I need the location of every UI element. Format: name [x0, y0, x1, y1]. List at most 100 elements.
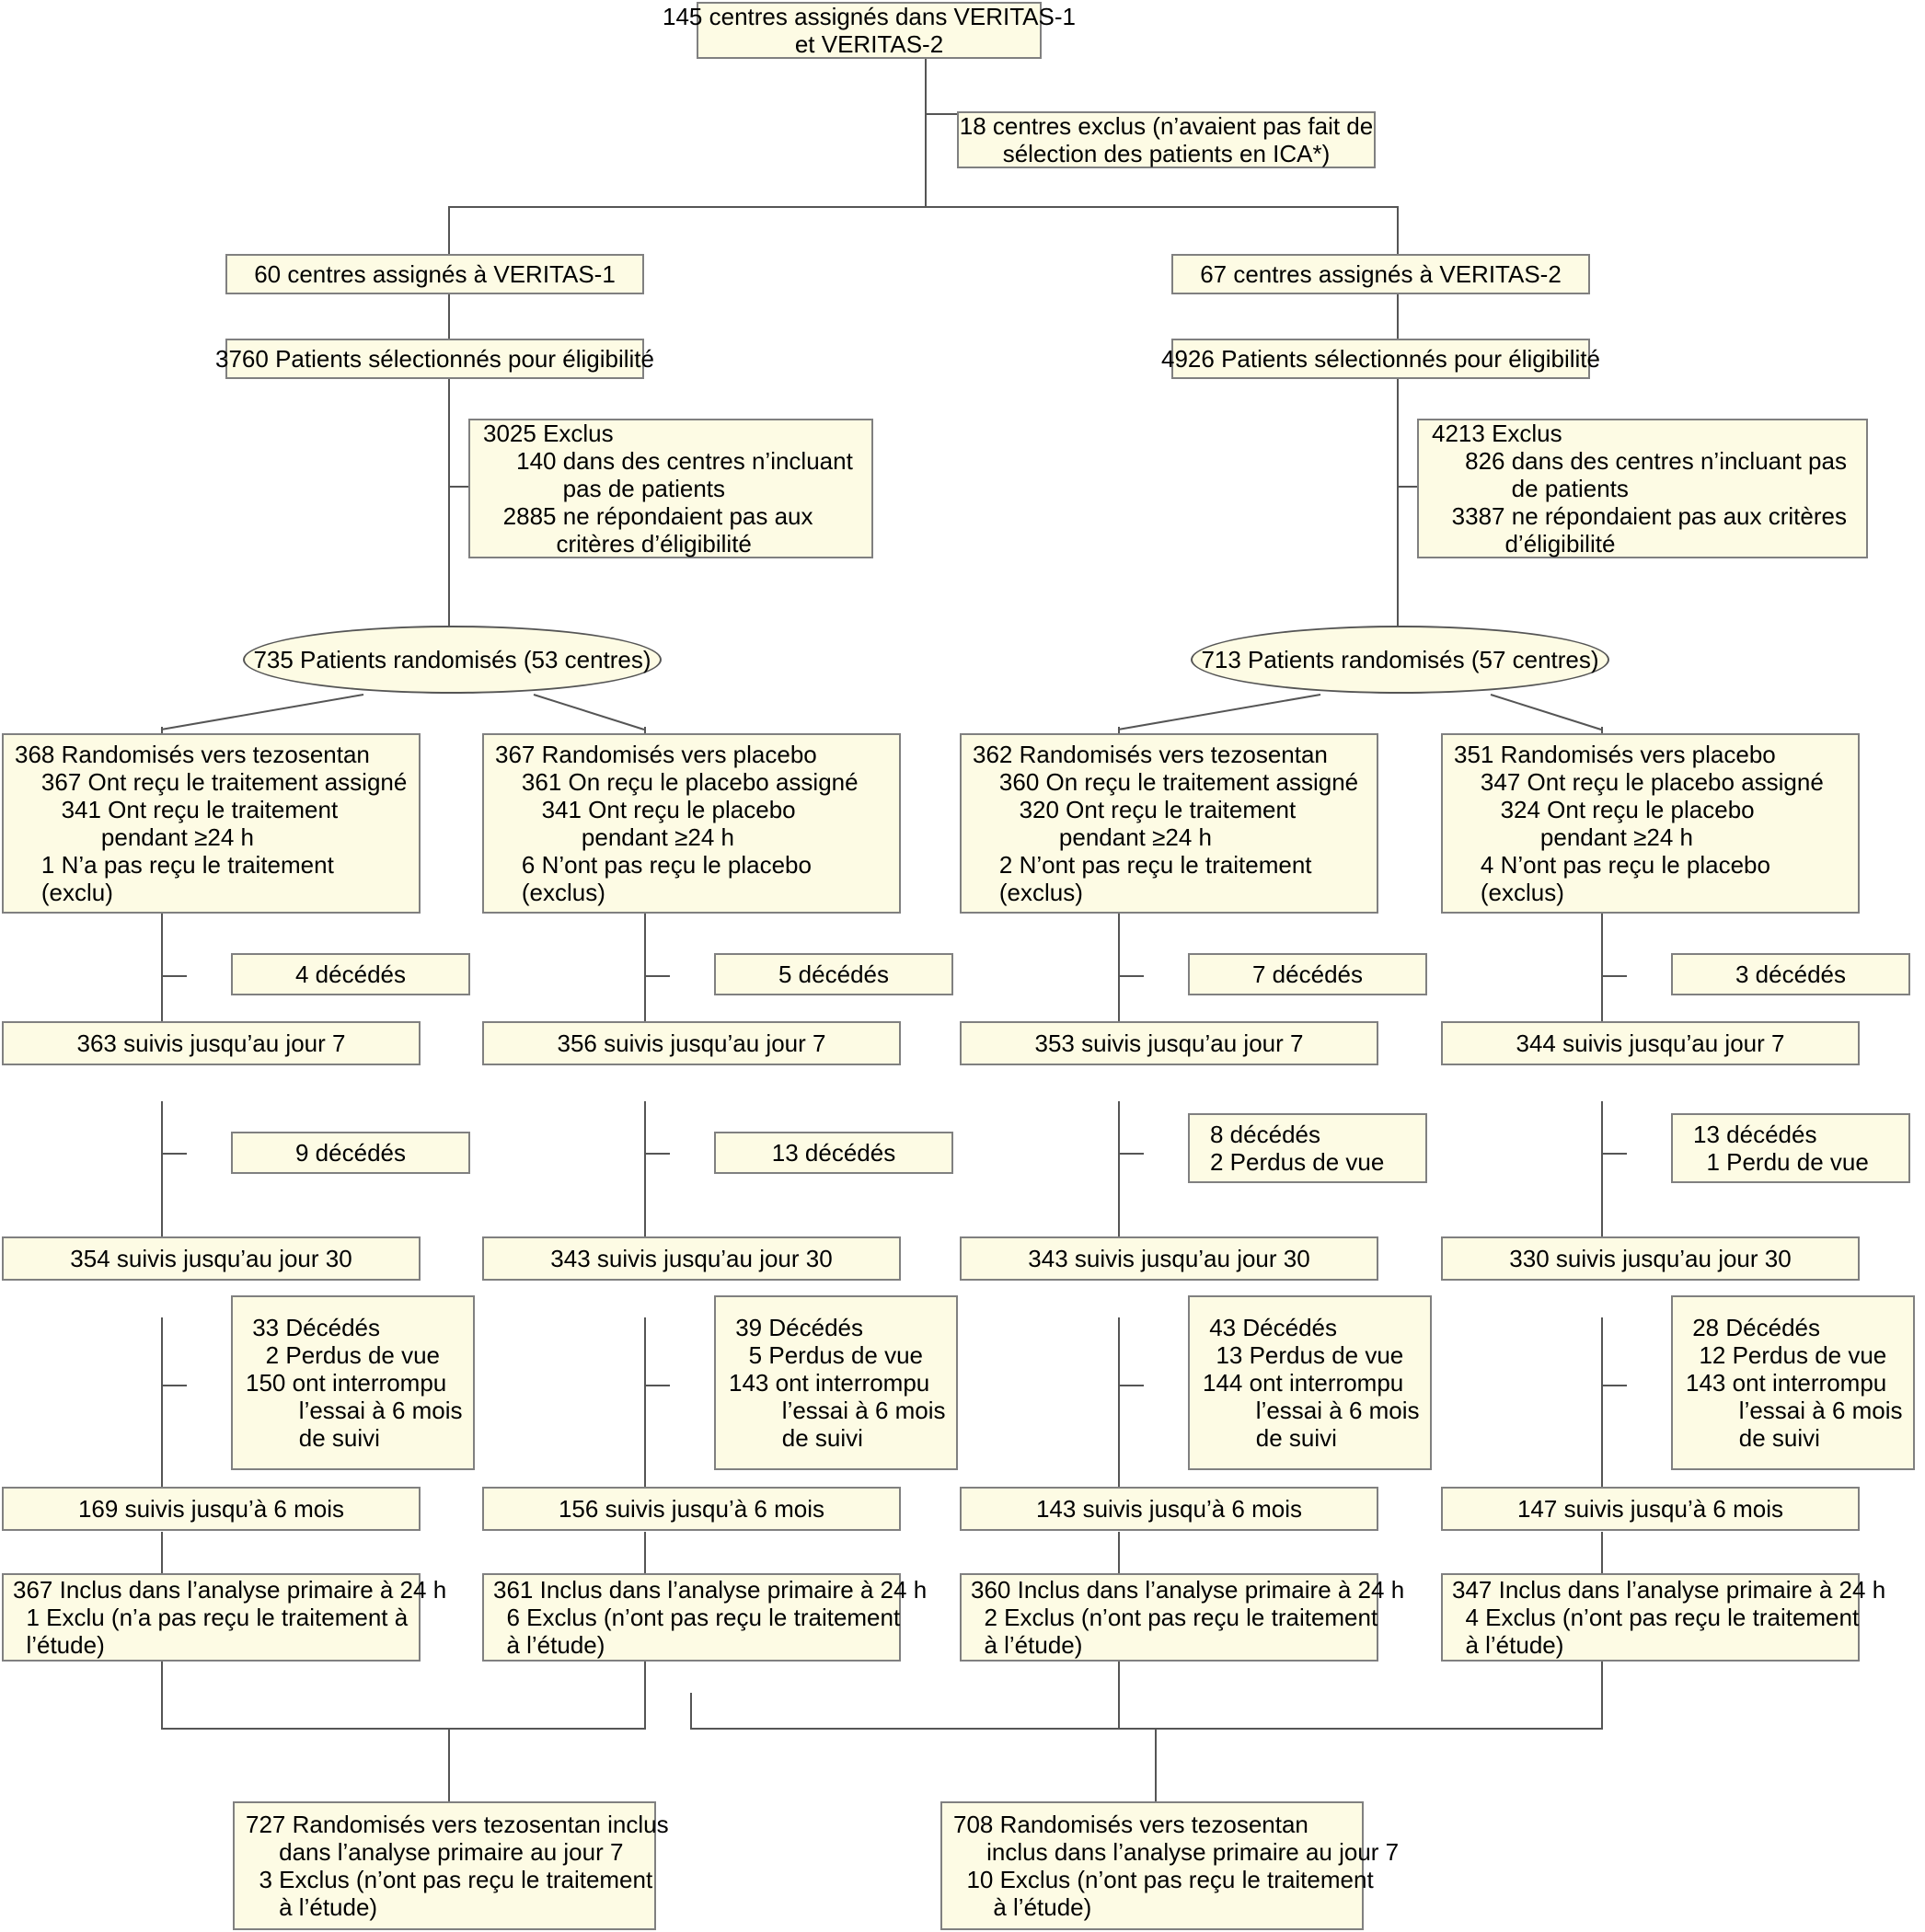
arm1-dropout-6m-text: 33 Décédés 2 Perdus de vue 150 ont inter… [246, 1313, 463, 1453]
box-arm4-followup-6m: 147 suivis jusqu’à 6 mois [1441, 1487, 1860, 1531]
arm2-followup-day30-text: 343 suivis jusqu’au jour 30 [550, 1244, 833, 1272]
veritas2-screened-text: 4926 Patients sélectionnés pour éligibil… [1161, 344, 1600, 373]
veritas1-excluded-text: 3025 Exclus 140 dans des centres n’inclu… [483, 419, 853, 558]
box-arm3-followup-6m: 143 suivis jusqu’à 6 mois [960, 1487, 1378, 1531]
connector-top-to-excluded [925, 113, 958, 115]
connector-split-trials [448, 206, 1397, 208]
arm2-followup-6m-text: 156 suivis jusqu’à 6 mois [558, 1494, 825, 1523]
spine-arm1-b [161, 1101, 163, 1281]
box-arm1-dropout-6m: 33 Décédés 2 Perdus de vue 150 ont inter… [231, 1295, 475, 1470]
box-arm1-deaths-day7: 4 décédés [231, 953, 470, 995]
arm1-followup-day30-text: 354 suivis jusqu’au jour 30 [70, 1244, 352, 1272]
arm2-primary-24h-text: 361 Inclus dans l’analyse primaire à 24 … [493, 1575, 928, 1660]
veritas1-screened-text: 3760 Patients sélectionnés pour éligibil… [215, 344, 654, 373]
arm4-dropout-6m-text: 28 Décédés 12 Perdus de vue 143 ont inte… [1686, 1313, 1903, 1453]
spine-arm4-e [1601, 1661, 1603, 1730]
box-arm1-primary-24h: 367 Inclus dans l’analyse primaire à 24 … [2, 1573, 446, 1662]
stub-arm1-deaths30 [161, 1153, 187, 1155]
spine-arm2-d [644, 1532, 646, 1575]
arm3-primary-24h-text: 360 Inclus dans l’analyse primaire à 24 … [971, 1575, 1405, 1660]
spine-arm3-d [1118, 1532, 1120, 1575]
arm3-deaths-day30-text: 8 décédés 2 Perdus de vue [1210, 1120, 1385, 1176]
spine-arm1-d [161, 1532, 163, 1575]
arm1-allocation-text: 368 Randomisés vers tezosentan 367 Ont r… [15, 740, 408, 907]
connector-v1-centres-to-screened [448, 294, 450, 339]
arm1-followup-6m-text: 169 suivis jusqu’à 6 mois [77, 1494, 345, 1523]
merge-rail-link [690, 1693, 692, 1730]
connector-v2-centres-to-screened [1397, 294, 1399, 339]
box-veritas1-screened: 3760 Patients sélectionnés pour éligibil… [215, 339, 654, 379]
ellipse-veritas1-randomized: 735 Patients randomisés (53 centres) [243, 626, 662, 694]
arm2-followup-day7-text: 356 suivis jusqu’au jour 7 [557, 1029, 826, 1057]
stub-arm2-dropout6m [644, 1385, 670, 1386]
arm4-followup-6m-text: 147 suivis jusqu’à 6 mois [1516, 1494, 1784, 1523]
arm1-deaths-day30-text: 9 décédés [295, 1138, 406, 1167]
box-arm1-deaths-day30: 9 décédés [231, 1132, 470, 1174]
box-veritas2-primary-day7: 708 Randomisés vers tezosentan inclus da… [940, 1801, 1399, 1930]
box-arm2-primary-24h: 361 Inclus dans l’analyse primaire à 24 … [482, 1573, 927, 1662]
box-arm1-followup-day30: 354 suivis jusqu’au jour 30 [2, 1236, 421, 1281]
arm4-followup-day7-text: 344 suivis jusqu’au jour 7 [1516, 1029, 1785, 1057]
box-arm2-allocation: 367 Randomisés vers placebo 361 On reçu … [482, 733, 901, 914]
box-arm3-deaths-day7: 7 décédés [1188, 953, 1427, 995]
spine-arm1-c [161, 1317, 163, 1499]
spine-arm3-c [1118, 1317, 1120, 1499]
arm3-followup-day30-text: 343 suivis jusqu’au jour 30 [1028, 1244, 1310, 1272]
spine-arm2-c [644, 1317, 646, 1499]
arm4-followup-day30-text: 330 suivis jusqu’au jour 30 [1509, 1244, 1792, 1272]
stub-arm3-deaths30 [1118, 1153, 1144, 1155]
connector-v1-randomization-fan [160, 694, 645, 730]
stub-arm1-dropout6m [161, 1385, 187, 1386]
arm3-dropout-6m-text: 43 Décédés 13 Perdus de vue 144 ont inte… [1203, 1313, 1420, 1453]
stub-arm4-deaths7 [1601, 975, 1627, 977]
stub-arm3-deaths7 [1118, 975, 1144, 977]
connector-v1-arm1-stub [161, 727, 163, 734]
veritas1-centres-text: 60 centres assignés à VERITAS-1 [254, 259, 616, 288]
box-arm2-followup-day30: 343 suivis jusqu’au jour 30 [482, 1236, 901, 1281]
veritas2-primary-day7-text: 708 Randomisés vers tezosentan inclus da… [953, 1810, 1400, 1922]
spine-arm4-c [1601, 1317, 1603, 1499]
spine-arm2-e [644, 1661, 646, 1730]
box-arm4-followup-day7: 344 suivis jusqu’au jour 7 [1441, 1021, 1860, 1065]
box-veritas2-screened: 4926 Patients sélectionnés pour éligibil… [1161, 339, 1600, 379]
spine-arm3-b [1118, 1101, 1120, 1281]
box-excluded-centres: 18 centres exclus (n’avaient pas fait de… [957, 111, 1376, 168]
box-arm1-allocation: 368 Randomisés vers tezosentan 367 Ont r… [2, 733, 421, 914]
arm3-followup-day7-text: 353 suivis jusqu’au jour 7 [1034, 1029, 1304, 1057]
arm4-allocation-text: 351 Randomisés vers placebo 347 Ont reçu… [1454, 740, 1824, 907]
veritas2-centres-text: 67 centres assignés à VERITAS-2 [1200, 259, 1562, 288]
stub-arm2-deaths7 [644, 975, 670, 977]
assigned-centres-text: 145 centres assignés dans VERITAS-1 et V… [663, 2, 1076, 58]
box-arm3-dropout-6m: 43 Décédés 13 Perdus de vue 144 ont inte… [1188, 1295, 1432, 1470]
arm2-deaths-day30-text: 13 décédés [771, 1138, 896, 1167]
stub-arm4-dropout6m [1601, 1385, 1627, 1386]
connector-v2-screened-to-rand [1397, 379, 1399, 631]
arm2-allocation-text: 367 Randomisés vers placebo 361 On reçu … [495, 740, 859, 907]
box-arm1-followup-6m: 169 suivis jusqu’à 6 mois [2, 1487, 421, 1531]
veritas2-randomized-text: 713 Patients randomisés (57 centres) [1201, 645, 1599, 673]
box-arm3-followup-day7: 353 suivis jusqu’au jour 7 [960, 1021, 1378, 1065]
box-arm3-deaths-day30: 8 décédés 2 Perdus de vue [1188, 1113, 1427, 1183]
box-arm4-allocation: 351 Randomisés vers placebo 347 Ont reçu… [1441, 733, 1860, 914]
box-arm3-allocation: 362 Randomisés vers tezosentan 360 On re… [960, 733, 1378, 914]
box-veritas1-excluded: 3025 Exclus 140 dans des centres n’inclu… [468, 419, 873, 558]
veritas1-primary-day7-text: 727 Randomisés vers tezosentan inclus da… [246, 1810, 669, 1922]
box-veritas1-primary-day7: 727 Randomisés vers tezosentan inclus da… [233, 1801, 669, 1930]
veritas1-randomized-text: 735 Patients randomisés (53 centres) [253, 645, 651, 673]
arm3-deaths-day7-text: 7 décédés [1252, 960, 1363, 988]
connector-veritas2-down [1397, 206, 1399, 254]
box-arm2-dropout-6m: 39 Décédés 5 Perdus de vue 143 ont inter… [714, 1295, 958, 1470]
box-arm1-followup-day7: 363 suivis jusqu’au jour 7 [2, 1021, 421, 1065]
connector-top-vertical [925, 59, 927, 206]
box-arm4-followup-day30: 330 suivis jusqu’au jour 30 [1441, 1236, 1860, 1281]
arm2-deaths-day7-text: 5 décédés [778, 960, 889, 988]
merge-rail-v2 [690, 1728, 1601, 1730]
spine-arm1-e [161, 1661, 163, 1730]
box-arm2-deaths-day7: 5 décédés [714, 953, 953, 995]
box-arm4-deaths-day7: 3 décédés [1671, 953, 1910, 995]
connector-v1-arm2-stub [644, 727, 646, 734]
ellipse-veritas2-randomized: 713 Patients randomisés (57 centres) [1191, 626, 1609, 694]
arm4-deaths-day7-text: 3 décédés [1735, 960, 1846, 988]
connector-veritas1-down [448, 206, 450, 254]
